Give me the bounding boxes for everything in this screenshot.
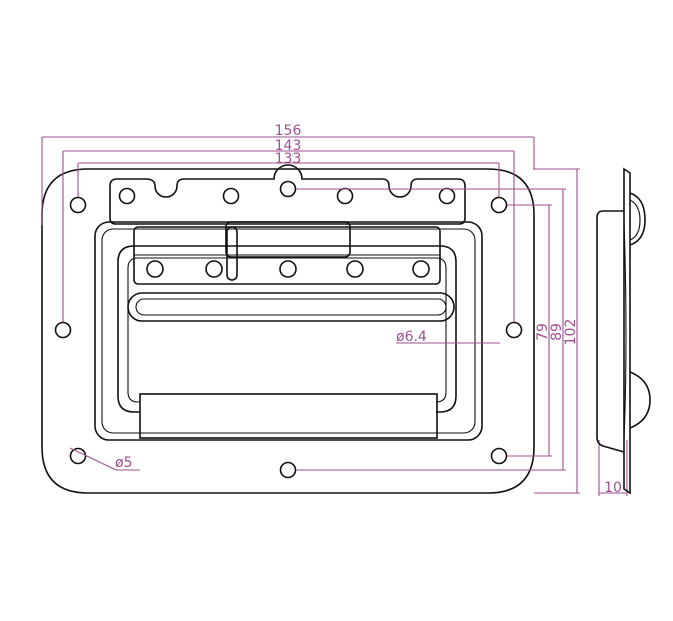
mount-hole [69, 196, 87, 214]
hinge-spring [226, 226, 238, 281]
bracket-hole [336, 187, 354, 205]
side-grip [629, 371, 651, 429]
bracket-hole [222, 187, 240, 205]
hole-6-4-callout: ø6.4 [396, 329, 427, 345]
hinge-rivet [412, 260, 430, 278]
hinge-rivet [146, 260, 164, 278]
grip-slot-inner [135, 298, 447, 316]
dim-102-label: 102 [563, 319, 579, 346]
hinge-rivet [346, 260, 364, 278]
bracket-hole [279, 180, 297, 198]
hole-5-callout: ø5 [115, 455, 132, 471]
dim-79-label: 79 [535, 323, 551, 341]
side-flange [623, 167, 631, 495]
mount-hole [279, 461, 297, 479]
handle-bail-inner [127, 257, 447, 403]
mount-hole [505, 321, 523, 339]
side-dish-inner [623, 221, 627, 441]
recess-inner [101, 228, 476, 434]
handle-bail-outer [117, 245, 457, 413]
side-hinge-knuckle [629, 192, 646, 246]
mount-hole [54, 321, 72, 339]
dim-89-label: 89 [549, 323, 565, 341]
hinge-barrel [225, 221, 351, 258]
grip-slot-outer [127, 292, 455, 322]
handle-grip [139, 393, 438, 439]
front-view [41, 164, 535, 494]
side-hinge-inner [629, 199, 641, 241]
dim-143-label: 143 [275, 138, 302, 154]
dim-10-label: 10 [604, 480, 622, 496]
hinge-bracket [109, 164, 466, 225]
flange-outline [41, 168, 535, 494]
mount-hole [490, 447, 508, 465]
hinge-rivet [279, 260, 297, 278]
dimension-lines [41, 136, 628, 496]
hinge-rivet [205, 260, 223, 278]
dim-133-label: 133 [275, 151, 302, 167]
mount-hole [490, 196, 508, 214]
dimension-labels: 156 143 133 79 89 102 ø6.4 ø5 10 [115, 123, 622, 496]
side-view [596, 167, 651, 495]
bracket-hole [118, 187, 136, 205]
mount-hole [69, 447, 87, 465]
bracket-hole [438, 187, 456, 205]
dim-156-label: 156 [275, 123, 302, 139]
side-dish [596, 210, 625, 453]
